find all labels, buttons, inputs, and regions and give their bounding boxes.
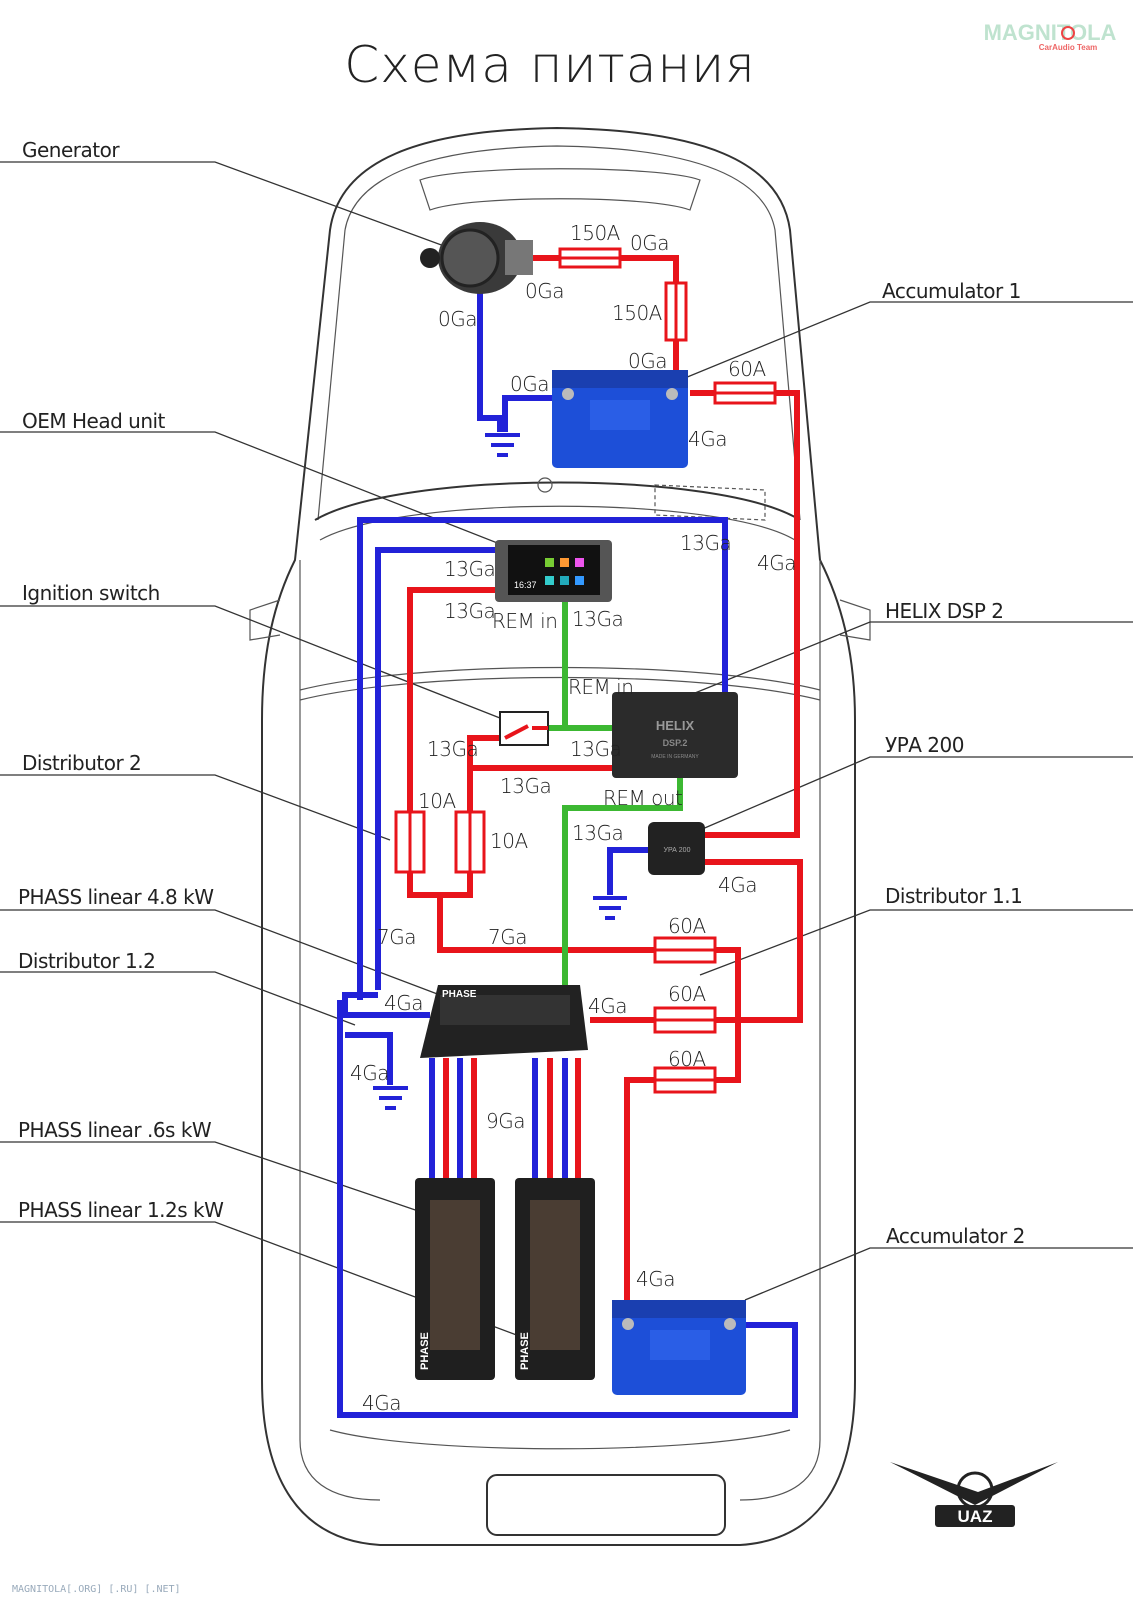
svg-text:REM out: REM out: [603, 786, 682, 810]
ground-wires: [337, 290, 798, 1418]
svg-text:150A: 150A: [612, 301, 663, 325]
label-ignition-switch: Ignition switch: [22, 581, 160, 605]
label-distributor-1-1: Distributor 1.1: [885, 884, 1022, 908]
svg-text:DSP.2: DSP.2: [663, 738, 688, 748]
svg-text:УРА 200: УРА 200: [664, 847, 691, 854]
ground-symbols: [373, 433, 627, 1110]
svg-text:10A: 10A: [418, 789, 456, 813]
accumulator-1: [552, 370, 688, 468]
svg-text:0Ga: 0Ga: [525, 279, 564, 303]
svg-text:13Ga: 13Ga: [572, 607, 623, 631]
label-distributor-2: Distributor 2: [22, 751, 141, 775]
remote-wires: [548, 600, 683, 985]
uaz-logo: UAZ: [890, 1462, 1058, 1527]
svg-text:0Ga: 0Ga: [630, 231, 669, 255]
svg-text:HELIX: HELIX: [656, 718, 695, 733]
svg-text:PHASE: PHASE: [419, 1332, 431, 1370]
ura-200: УРА 200: [648, 822, 705, 875]
leader-lines: [0, 161, 1133, 1341]
svg-text:CarAudio Team: CarAudio Team: [1039, 43, 1098, 52]
svg-text:13Ga: 13Ga: [444, 599, 495, 623]
label-distributor-1-2: Distributor 1.2: [18, 949, 155, 973]
svg-text:4Ga: 4Ga: [688, 427, 727, 451]
svg-text:PHASE: PHASE: [519, 1332, 531, 1370]
svg-text:13Ga: 13Ga: [444, 557, 495, 581]
svg-text:13Ga: 13Ga: [500, 774, 551, 798]
svg-text:60A: 60A: [668, 1047, 706, 1071]
phass-linear-4-8kw: PHASE: [420, 985, 588, 1058]
car-outline: [249, 126, 871, 1546]
svg-text:4Ga: 4Ga: [362, 1391, 401, 1415]
label-phass-12s: PHASS linear 1.2s kW: [18, 1198, 224, 1222]
svg-text:MAGNITOLA: MAGNITOLA: [984, 20, 1117, 45]
svg-text:MADE IN GERMANY: MADE IN GERMANY: [651, 754, 699, 760]
accumulator-2: [612, 1300, 746, 1395]
svg-text:PHASE: PHASE: [442, 989, 477, 1000]
svg-text:REM in: REM in: [492, 609, 557, 633]
svg-text:4Ga: 4Ga: [350, 1061, 389, 1085]
generator: [420, 222, 533, 294]
label-phass-06s: PHASS linear .6s kW: [18, 1118, 212, 1142]
phass-linear-06s-kw: PHASE: [415, 1178, 495, 1380]
svg-text:13Ga: 13Ga: [680, 531, 731, 555]
page-title: Схема питания: [344, 36, 755, 94]
svg-text:10A: 10A: [490, 829, 528, 853]
svg-text:13Ga: 13Ga: [427, 737, 478, 761]
svg-text:4Ga: 4Ga: [588, 994, 627, 1018]
svg-text:0Ga: 0Ga: [510, 372, 549, 396]
svg-text:60A: 60A: [728, 357, 766, 381]
watermark-logo: MAGNITOLA CarAudio Team: [984, 20, 1117, 52]
fuses: [394, 247, 777, 1094]
svg-text:150A: 150A: [570, 221, 621, 245]
label-oem-head-unit: OEM Head unit: [22, 409, 166, 433]
helix-dsp-2: HELIX DSP.2 MADE IN GERMANY: [612, 692, 738, 778]
svg-text:4Ga: 4Ga: [757, 551, 796, 575]
label-ura-200: УРА 200: [885, 733, 964, 757]
wire-labels: 150A 0Ga 0Ga 150A 0Ga 0Ga 0Ga 60A 4Ga 13…: [350, 221, 796, 1415]
label-accumulator-2: Accumulator 2: [886, 1224, 1025, 1248]
svg-text:13Ga: 13Ga: [572, 821, 623, 845]
svg-text:13Ga: 13Ga: [570, 737, 621, 761]
ignition-switch: [499, 711, 549, 746]
svg-text:7Ga: 7Ga: [377, 925, 416, 949]
svg-text:4Ga: 4Ga: [718, 873, 757, 897]
phass-linear-12s-kw: PHASE: [515, 1178, 595, 1380]
svg-text:7Ga: 7Ga: [488, 925, 527, 949]
oem-head-unit: 16:37: [495, 540, 612, 602]
svg-text:16:37: 16:37: [514, 580, 537, 590]
component-labels: Generator OEM Head unit Ignition switch …: [18, 138, 1025, 1248]
label-helix-dsp: HELIX DSP 2: [885, 599, 1004, 623]
svg-text:60A: 60A: [668, 914, 706, 938]
svg-text:9Ga: 9Ga: [486, 1109, 525, 1133]
label-phass-4-8: PHASS linear 4.8 kW: [18, 885, 214, 909]
svg-text:4Ga: 4Ga: [384, 991, 423, 1015]
footer-watermark: MAGNITOLA[.ORG] [.RU] [.NET]: [12, 1584, 181, 1595]
svg-text:UAZ: UAZ: [958, 1507, 993, 1526]
svg-text:4Ga: 4Ga: [636, 1267, 675, 1291]
svg-text:0Ga: 0Ga: [628, 349, 667, 373]
svg-text:0Ga: 0Ga: [438, 307, 477, 331]
svg-text:REM in: REM in: [568, 675, 633, 699]
svg-text:60A: 60A: [668, 982, 706, 1006]
label-generator: Generator: [22, 138, 120, 162]
label-accumulator-1: Accumulator 1: [882, 279, 1021, 303]
